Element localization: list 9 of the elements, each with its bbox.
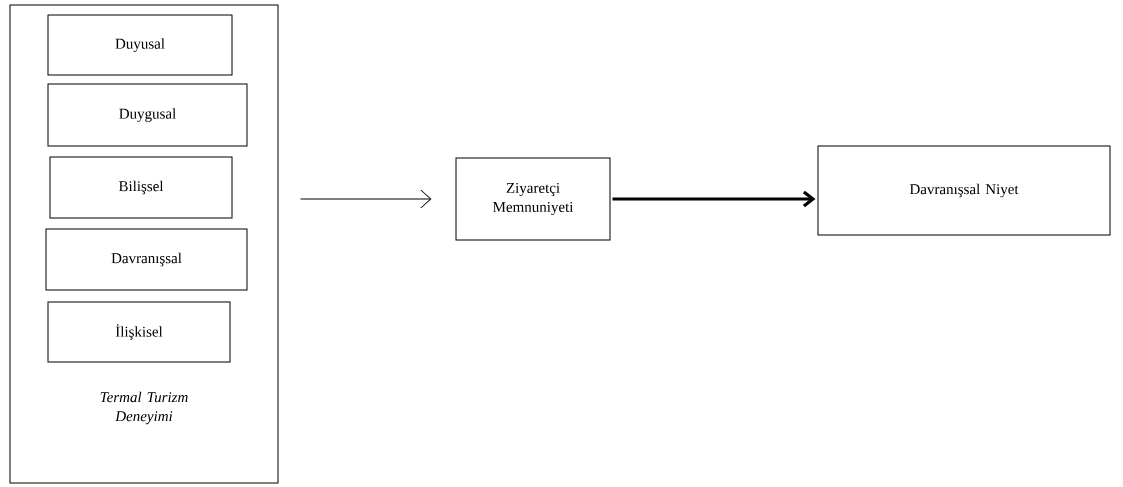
process-box: Ziyaretçi Memnuniyeti xyxy=(455,157,611,241)
process-box: Duygusal xyxy=(47,83,248,147)
process-box: Duyusal xyxy=(47,14,233,76)
process-box: Davranışsal xyxy=(45,228,248,291)
arrow xyxy=(300,189,432,209)
process-box: İlişkisel xyxy=(47,301,231,363)
process-box: Davranışsal Niyet xyxy=(817,145,1111,236)
arrow xyxy=(612,190,816,208)
process-box: Bilişsel xyxy=(49,156,233,219)
